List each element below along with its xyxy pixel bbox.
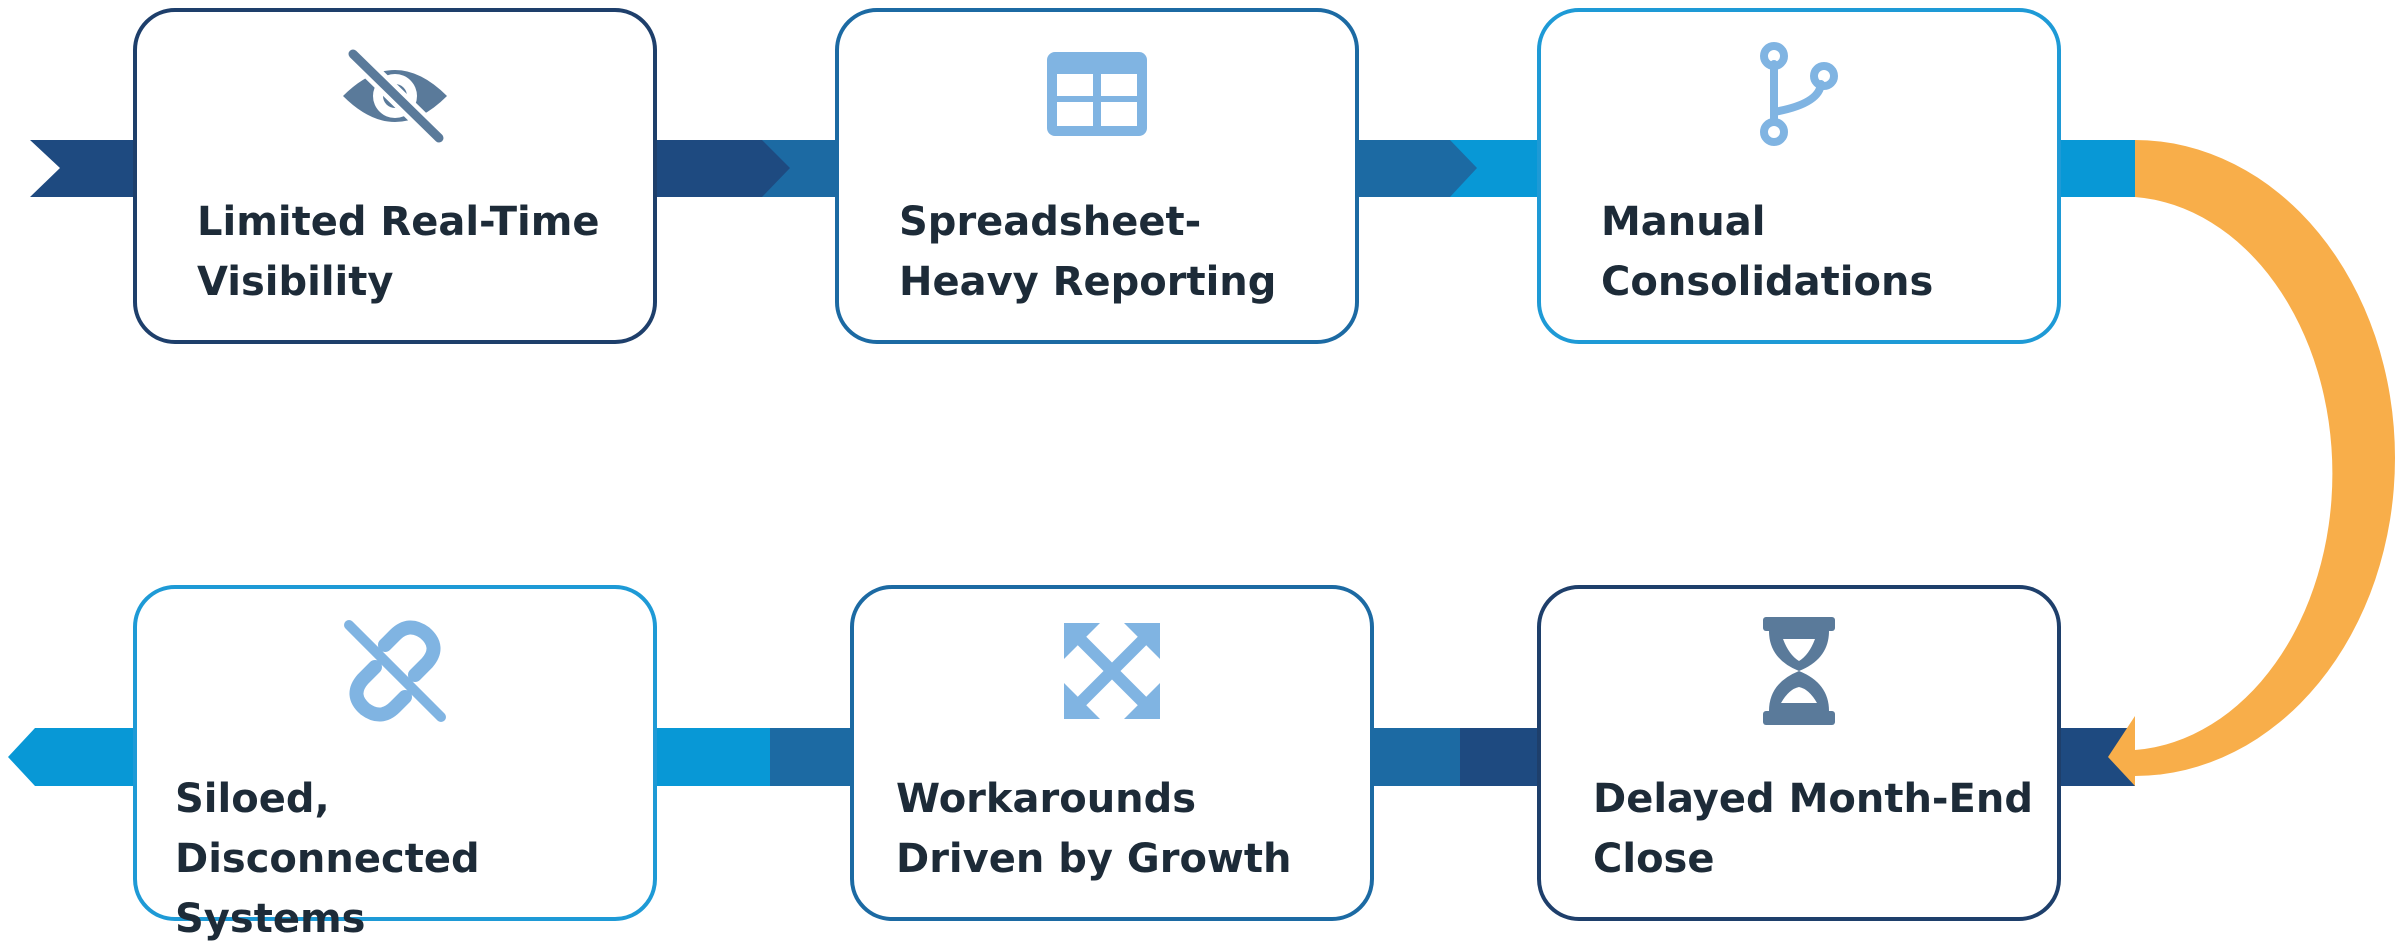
expand-arrows-icon: [1064, 623, 1160, 719]
step-card-spreadsheet-reporting: Spreadsheet-Heavy Reporting: [835, 8, 1359, 344]
flow-arrow-3: [1355, 140, 1486, 197]
step-card-siloed-systems: Siloed, Disconnected Systems: [133, 585, 657, 942]
step-label: Siloed, Disconnected Systems: [175, 776, 480, 942]
step-label: Manual Consolidations: [1601, 199, 1934, 305]
step-label: Workarounds Driven by Growth: [896, 776, 1292, 882]
flow-arrow-6: [2055, 728, 2135, 786]
unlink-icon: [344, 620, 446, 722]
hourglass-icon: [1763, 617, 1835, 725]
git-branch-icon: [1760, 42, 1838, 146]
flow-arrow-9: [1360, 728, 1460, 786]
table-grid-icon: [1047, 52, 1147, 136]
u-turn-arc: [2135, 140, 2395, 776]
flow-arrow-start: [30, 140, 135, 197]
u-turn-arrow-bottom: [2108, 716, 2135, 786]
step-card-manual-consolidations: Manual Consolidations: [1537, 8, 2061, 344]
flow-arrow-2: [762, 140, 840, 197]
flow-arrow-end: [8, 728, 135, 786]
u-turn-arrow-top: [2135, 140, 2162, 197]
step-label: Spreadsheet-Heavy Reporting: [899, 199, 1277, 305]
eye-slash-icon: [343, 45, 448, 147]
flow-arrow-1: [655, 140, 800, 197]
step-label: Limited Real-Time Visibility: [197, 199, 600, 305]
step-card-workarounds: Workarounds Driven by Growth: [850, 585, 1374, 921]
step-label: Delayed Month-End Close: [1593, 776, 2033, 882]
flow-arrow-4: [1450, 140, 1540, 197]
flow-arrow-11: [650, 728, 770, 786]
step-card-limited-visibility: Limited Real-Time Visibility: [133, 8, 657, 344]
step-card-delayed-close: Delayed Month-End Close: [1537, 585, 2061, 921]
process-flow-connector: [8, 140, 2395, 786]
